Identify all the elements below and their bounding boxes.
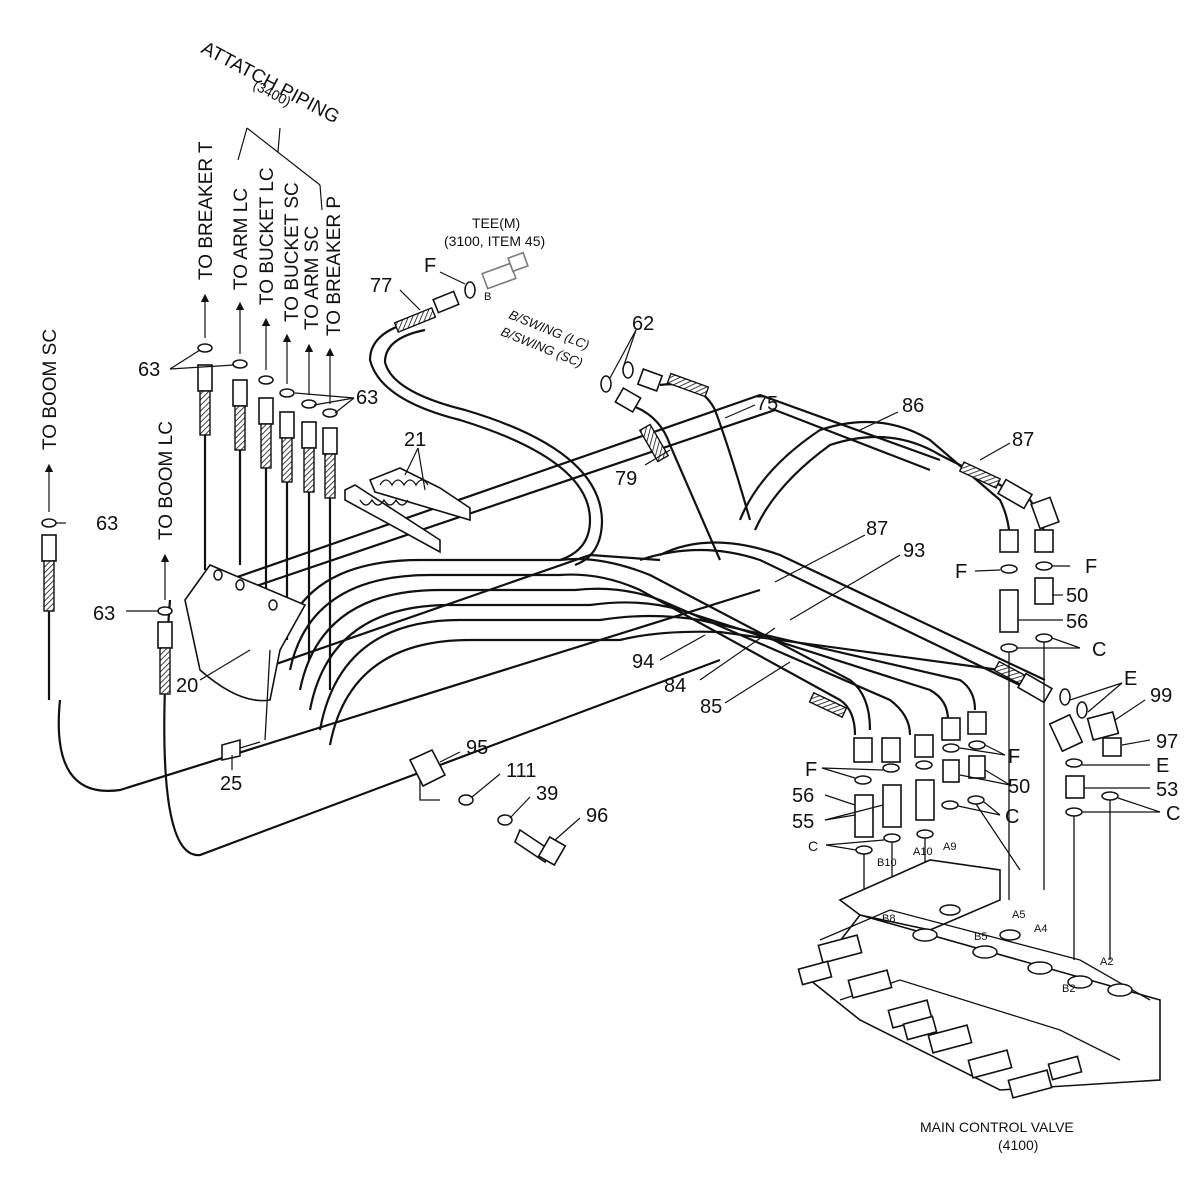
part-62: 62 [632,313,654,335]
part-20: 20 [176,675,198,697]
part-63-boom-lc: 63 [93,603,115,625]
part-56-left: 56 [792,785,814,807]
port-b10: B10 [877,857,897,869]
valve-title: MAIN CONTROL VALVE [920,1119,1074,1135]
part-f-right: F [1085,556,1097,578]
port-b5: B5 [974,931,987,943]
part-c-right: C [1166,803,1180,825]
label-to-breaker-t: TO BREAKER T [196,141,217,280]
label-to-boom-sc: TO BOOM SC [40,329,61,450]
port-b8: B8 [882,913,895,925]
part-77: 77 [370,275,392,297]
left-vertical-hoses [41,364,338,700]
frame-pipes [57,318,941,857]
part-c-left: C [808,838,818,854]
label-to-bucket-sc: TO BUCKET SC [282,182,303,322]
part-87-mid: 87 [866,518,888,540]
part-97: 97 [1156,731,1178,753]
label-to-boom-lc: TO BOOM LC [156,421,177,540]
pipe-clamp-21 [344,467,471,554]
tee-fitting [481,251,529,290]
part-85: 85 [700,696,722,718]
part-99: 99 [1150,685,1172,707]
lower-fittings [808,691,1021,930]
main-control-valve [797,859,1161,1099]
part-86: 86 [902,395,924,417]
part-84: 84 [664,675,686,697]
part-39: 39 [536,783,558,805]
part-75: 75 [756,393,778,415]
part-c-mid: C [1005,806,1019,828]
part-95: 95 [466,737,488,759]
clamp-bracket-20 [184,564,307,761]
part-94: 94 [632,651,654,673]
port-a4: A4 [1034,923,1047,935]
tee-port-b: B [484,291,491,303]
part-21: 21 [404,429,426,451]
part-f-right-left: F [955,561,967,583]
part-55: 55 [792,811,814,833]
part-numbers: 63 63 63 63 77 F 62 75 86 87 79 21 87 93… [93,255,1180,854]
port-a2: A2 [1100,956,1113,968]
valve-spools [797,934,1083,1099]
part-111: 111 [506,760,536,782]
port-b2: B2 [1062,983,1075,995]
label-to-arm-lc: TO ARM LC [231,188,252,290]
part-f-left: F [805,759,817,781]
part-f-tee: F [424,255,436,277]
hose-77-assembly [393,251,529,334]
tee-label: TEE(M) [472,215,520,231]
attach-piping-bracket [237,127,323,211]
port-a10: A10 [913,846,933,858]
part-63-boom-sc: 63 [96,513,118,535]
part-87-top: 87 [1012,429,1034,451]
part-96: 96 [586,805,608,827]
right-fittings [958,461,1122,960]
hose-bundle [278,383,1047,746]
part-56-top: 56 [1066,611,1088,633]
part-e-top: E [1124,668,1137,690]
leader-lines [56,289,1161,851]
part-25: 25 [220,773,242,795]
part-79: 79 [615,468,637,490]
part-63-top-left: 63 [138,359,160,381]
part-c-top: C [1092,639,1106,661]
part-f-mid: F [1008,746,1020,768]
part-50-top: 50 [1066,585,1088,607]
part-53: 53 [1156,779,1178,801]
port-a9: A9 [943,841,956,853]
valve-code: (4100) [998,1137,1038,1153]
mounting-hardware [408,748,567,867]
part-93: 93 [903,540,925,562]
swing-hose-ends [600,361,710,463]
tee-ref: (3100, ITEM 45) [444,233,545,249]
part-63-top-right: 63 [356,387,378,409]
label-to-bucket-lc: TO BUCKET LC [257,167,278,305]
destination-arrows [44,293,335,600]
part-e-mid: E [1156,755,1169,777]
label-to-arm-sc: TO ARM SC [302,226,323,330]
part-50-mid: 50 [1008,776,1030,798]
label-to-breaker-p: TO BREAKER P [324,196,345,336]
valve-ports [912,904,1133,997]
port-a5: A5 [1012,909,1025,921]
